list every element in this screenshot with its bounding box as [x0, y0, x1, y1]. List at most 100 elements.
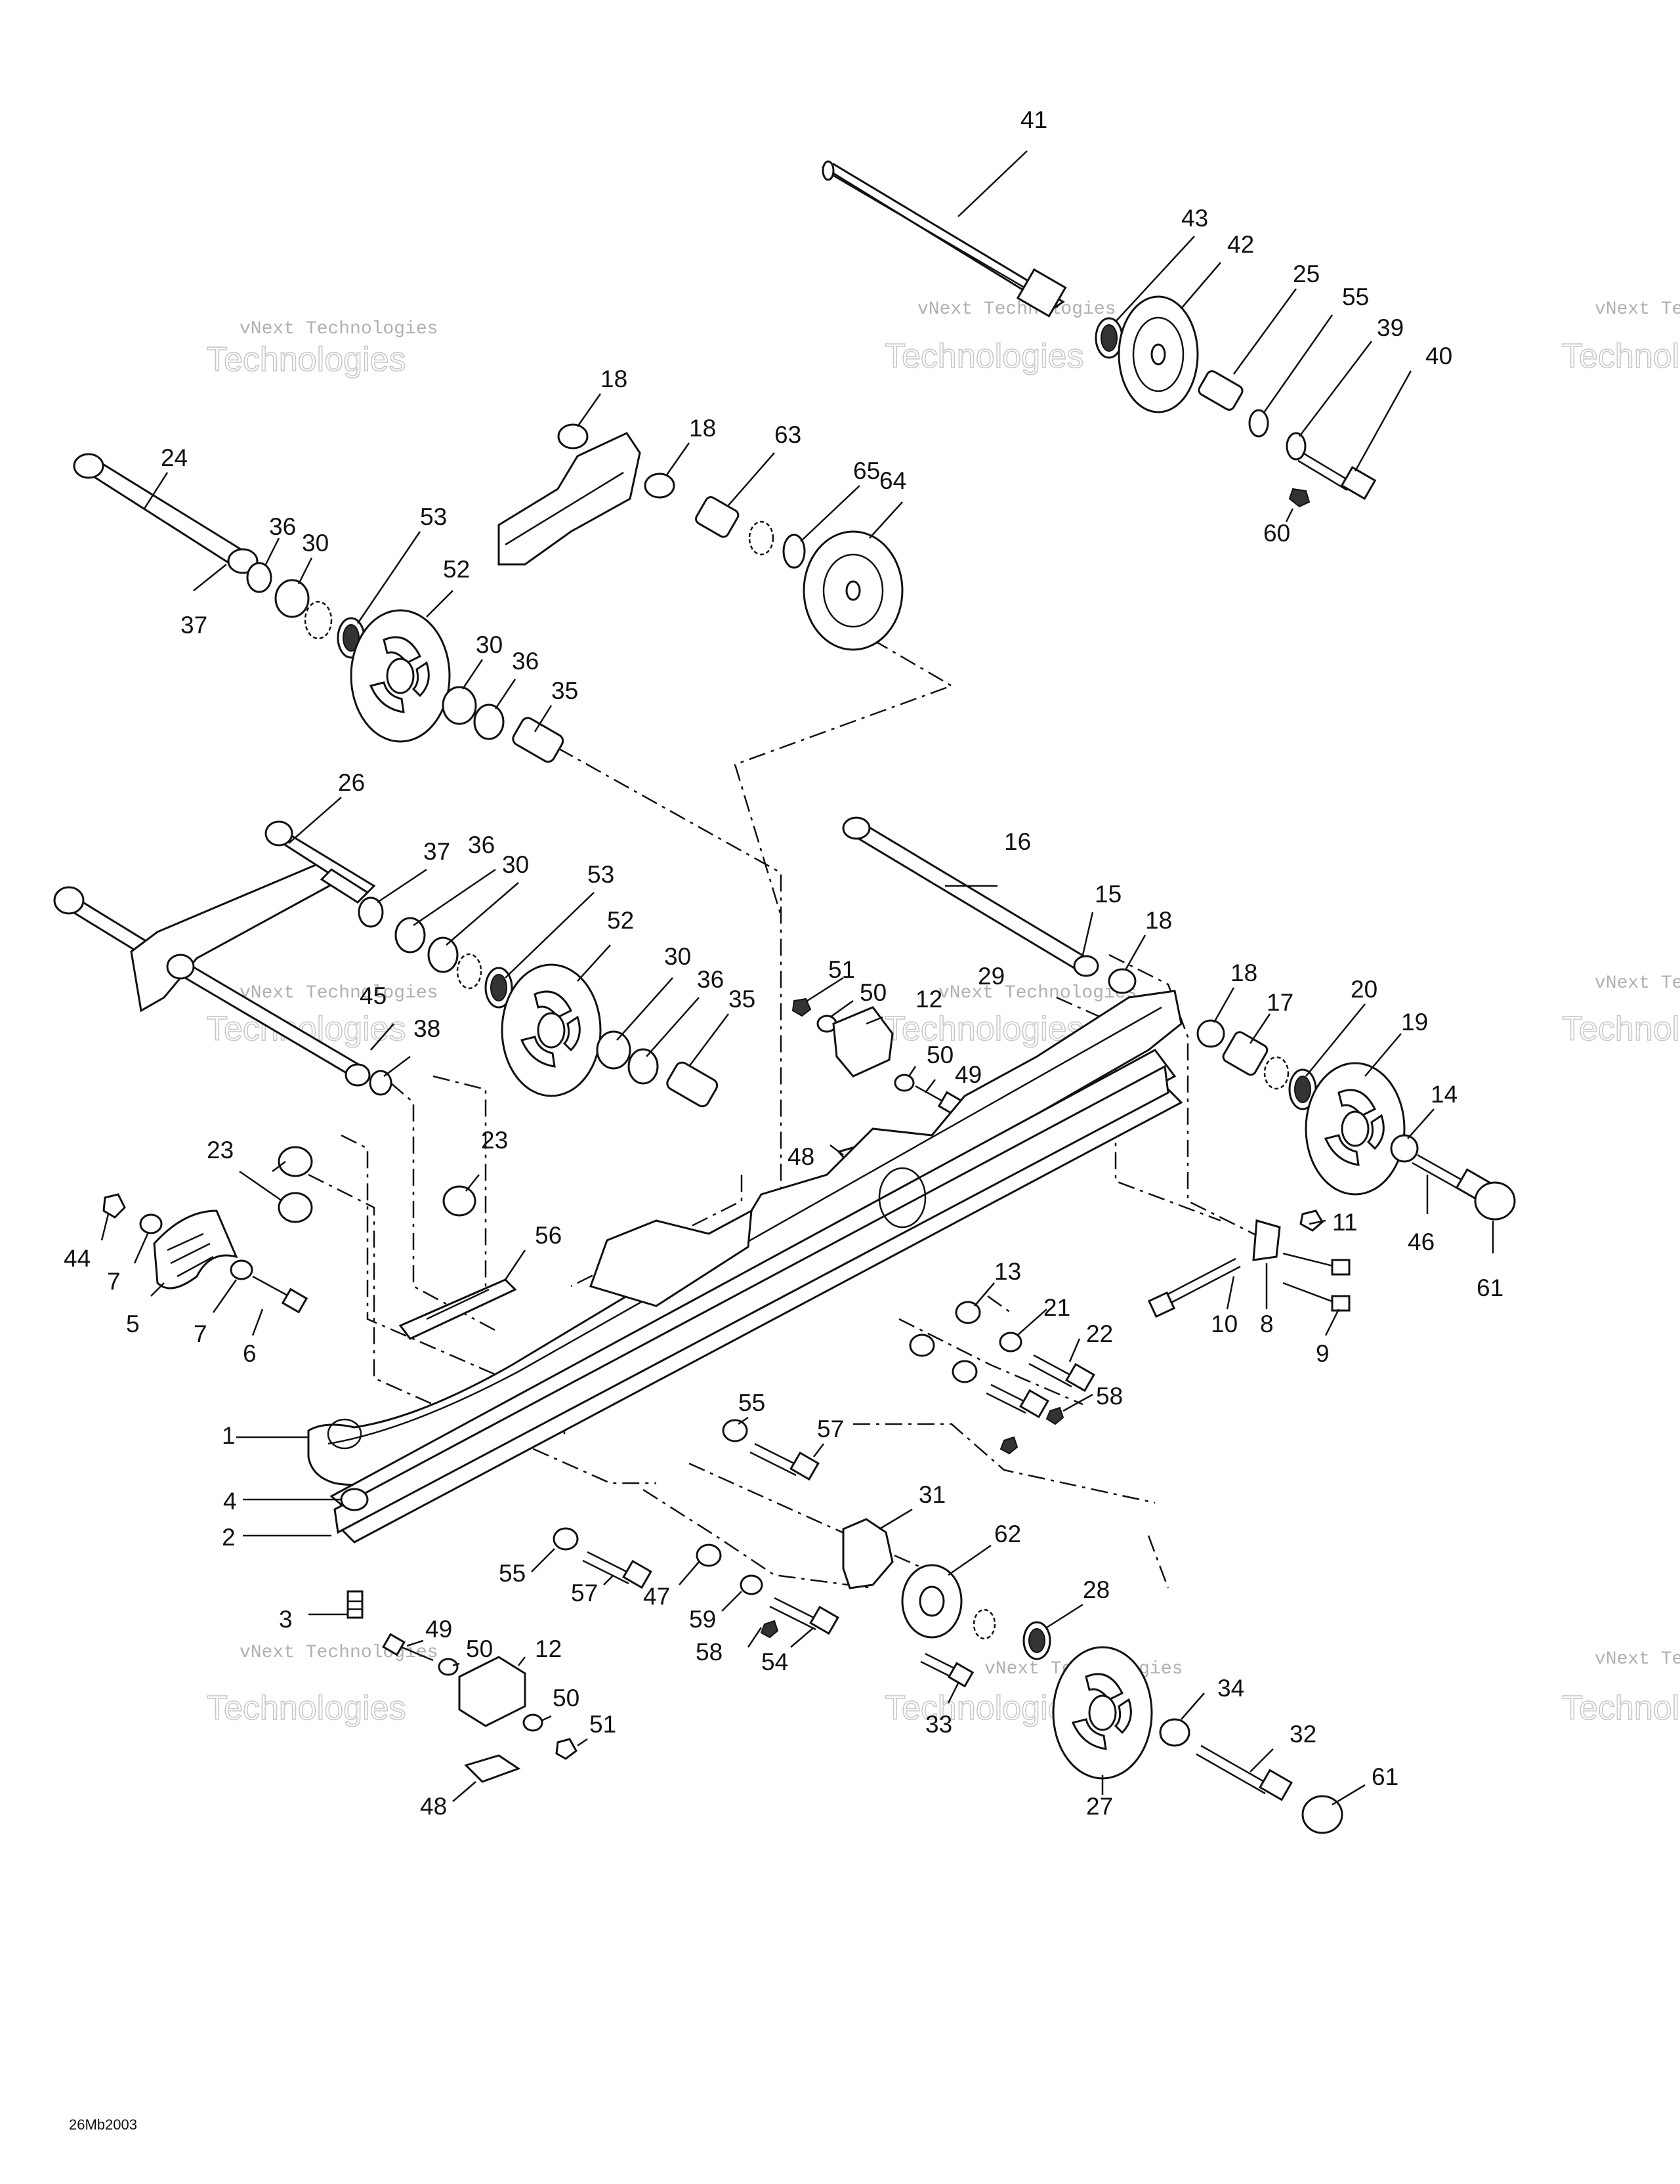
callout-55c: 55: [499, 1560, 526, 1587]
callout-36b: 36: [512, 648, 539, 675]
callout-14: 14: [1431, 1081, 1458, 1108]
watermark-text: Technologies: [885, 1689, 1084, 1727]
callout-47: 47: [643, 1583, 670, 1610]
callout-26: 26: [338, 769, 365, 796]
callout-63: 63: [774, 421, 801, 448]
callout-48: 48: [788, 1143, 814, 1170]
watermark-text: vNext Technologies: [240, 983, 438, 1003]
callout-51b: 51: [589, 1711, 616, 1738]
watermark-text: vNext Technologies: [240, 319, 438, 339]
callout-28: 28: [1083, 1576, 1110, 1603]
callout-50: 50: [860, 979, 887, 1006]
callout-53: 53: [420, 503, 447, 530]
callout-30: 30: [302, 530, 329, 556]
callout-58b: 58: [696, 1639, 723, 1666]
callout-54: 54: [761, 1648, 788, 1675]
callout-35: 35: [551, 677, 578, 704]
callout-13: 13: [994, 1258, 1021, 1285]
callout-9: 9: [1316, 1340, 1330, 1367]
callout-53b: 53: [587, 861, 614, 888]
lower-stopper-group: [382, 1633, 578, 1783]
callout-41: 41: [1020, 106, 1047, 133]
callout-59: 59: [689, 1606, 716, 1633]
center-spacers: [278, 1146, 517, 1340]
callout-37b: 37: [423, 838, 450, 865]
callout-31: 31: [919, 1481, 946, 1508]
watermark-text: Technologies: [207, 341, 406, 379]
watermark-text: Technologies: [207, 1689, 406, 1727]
callout-56: 56: [535, 1222, 562, 1249]
callout-39: 39: [1377, 314, 1404, 341]
watermark-text: vNext Technologies: [1595, 973, 1680, 994]
callout-23: 23: [207, 1137, 234, 1164]
watermark-text: Technologies: [1562, 1689, 1680, 1727]
callout-46: 46: [1408, 1228, 1435, 1255]
watermark-text: Technologies: [885, 1010, 1084, 1048]
front-arm-group: [53, 820, 719, 1108]
callout-40: 40: [1425, 343, 1452, 369]
watermark-text: vNext Technologies: [938, 983, 1137, 1003]
watermark-text: vNext Technologies: [917, 299, 1116, 320]
callout-55: 55: [1342, 284, 1369, 310]
callout-8: 8: [1260, 1311, 1274, 1337]
callout-57: 57: [817, 1416, 844, 1442]
callout-7b: 7: [194, 1320, 207, 1347]
upper-slide-bracket: [497, 423, 675, 566]
callout-29: 29: [978, 963, 1005, 990]
watermark-text: Technologies: [1562, 337, 1680, 375]
callout-30b: 30: [476, 631, 503, 658]
callout-10: 10: [1211, 1311, 1238, 1337]
callout-52: 52: [443, 556, 470, 583]
callout-48b: 48: [420, 1793, 447, 1820]
callout-18b: 18: [689, 415, 716, 442]
rear-right-axle-group: [842, 816, 1516, 1221]
callout-36: 36: [269, 513, 296, 540]
callout-44: 44: [64, 1245, 91, 1272]
callout-21: 21: [1043, 1294, 1070, 1321]
front-stopper-group: [102, 1193, 308, 1314]
callout-49: 49: [955, 1061, 982, 1088]
callout-7: 7: [107, 1268, 121, 1295]
callout-25: 25: [1293, 261, 1320, 287]
callout-36c: 36: [468, 831, 495, 858]
callout-labels: 1 2 3 4 5 6 7 7 8 9 10 11 12 12 13 14 15…: [64, 106, 1503, 1820]
rear-axle-group: [821, 160, 1377, 508]
callout-18c: 18: [1145, 907, 1172, 934]
callout-11: 11: [1332, 1209, 1357, 1236]
callout-18d: 18: [1230, 959, 1257, 986]
callout-2: 2: [222, 1524, 236, 1551]
upper-idler-group: [695, 496, 904, 651]
callout-61b: 61: [1372, 1763, 1398, 1790]
callout-22: 22: [1086, 1320, 1113, 1347]
callout-62: 62: [994, 1521, 1021, 1547]
callout-57b: 57: [571, 1580, 598, 1606]
watermark-text: vNext Technologies: [1595, 1649, 1680, 1670]
callout-18: 18: [600, 366, 627, 392]
callout-51: 51: [828, 956, 855, 983]
callout-19: 19: [1401, 1009, 1428, 1036]
slide-rail-frame: [307, 990, 1183, 1619]
diagram-code: 26Mb2003: [69, 2116, 137, 2133]
callout-42: 42: [1227, 231, 1254, 258]
leader-lines: [100, 150, 1494, 1806]
callout-20: 20: [1351, 976, 1377, 1003]
callout-16: 16: [1004, 828, 1031, 855]
watermark-text: Technologies: [885, 337, 1084, 375]
callout-60: 60: [1263, 520, 1290, 547]
callout-50c: 50: [466, 1635, 493, 1662]
callout-17: 17: [1267, 989, 1293, 1016]
callout-30c: 30: [502, 851, 529, 878]
callout-12: 12: [915, 986, 942, 1013]
callout-52b: 52: [607, 907, 634, 934]
callout-49b: 49: [425, 1616, 452, 1643]
callout-27: 27: [1086, 1793, 1113, 1820]
lower-rear-wheel-group: [553, 1419, 1343, 1834]
callout-45: 45: [360, 982, 387, 1009]
callout-37: 37: [180, 612, 207, 639]
callout-23b: 23: [481, 1127, 508, 1154]
watermark-text: vNext Technologies: [1595, 299, 1680, 320]
callout-24: 24: [161, 444, 188, 471]
callout-34: 34: [1217, 1675, 1244, 1702]
callout-4: 4: [223, 1488, 237, 1515]
